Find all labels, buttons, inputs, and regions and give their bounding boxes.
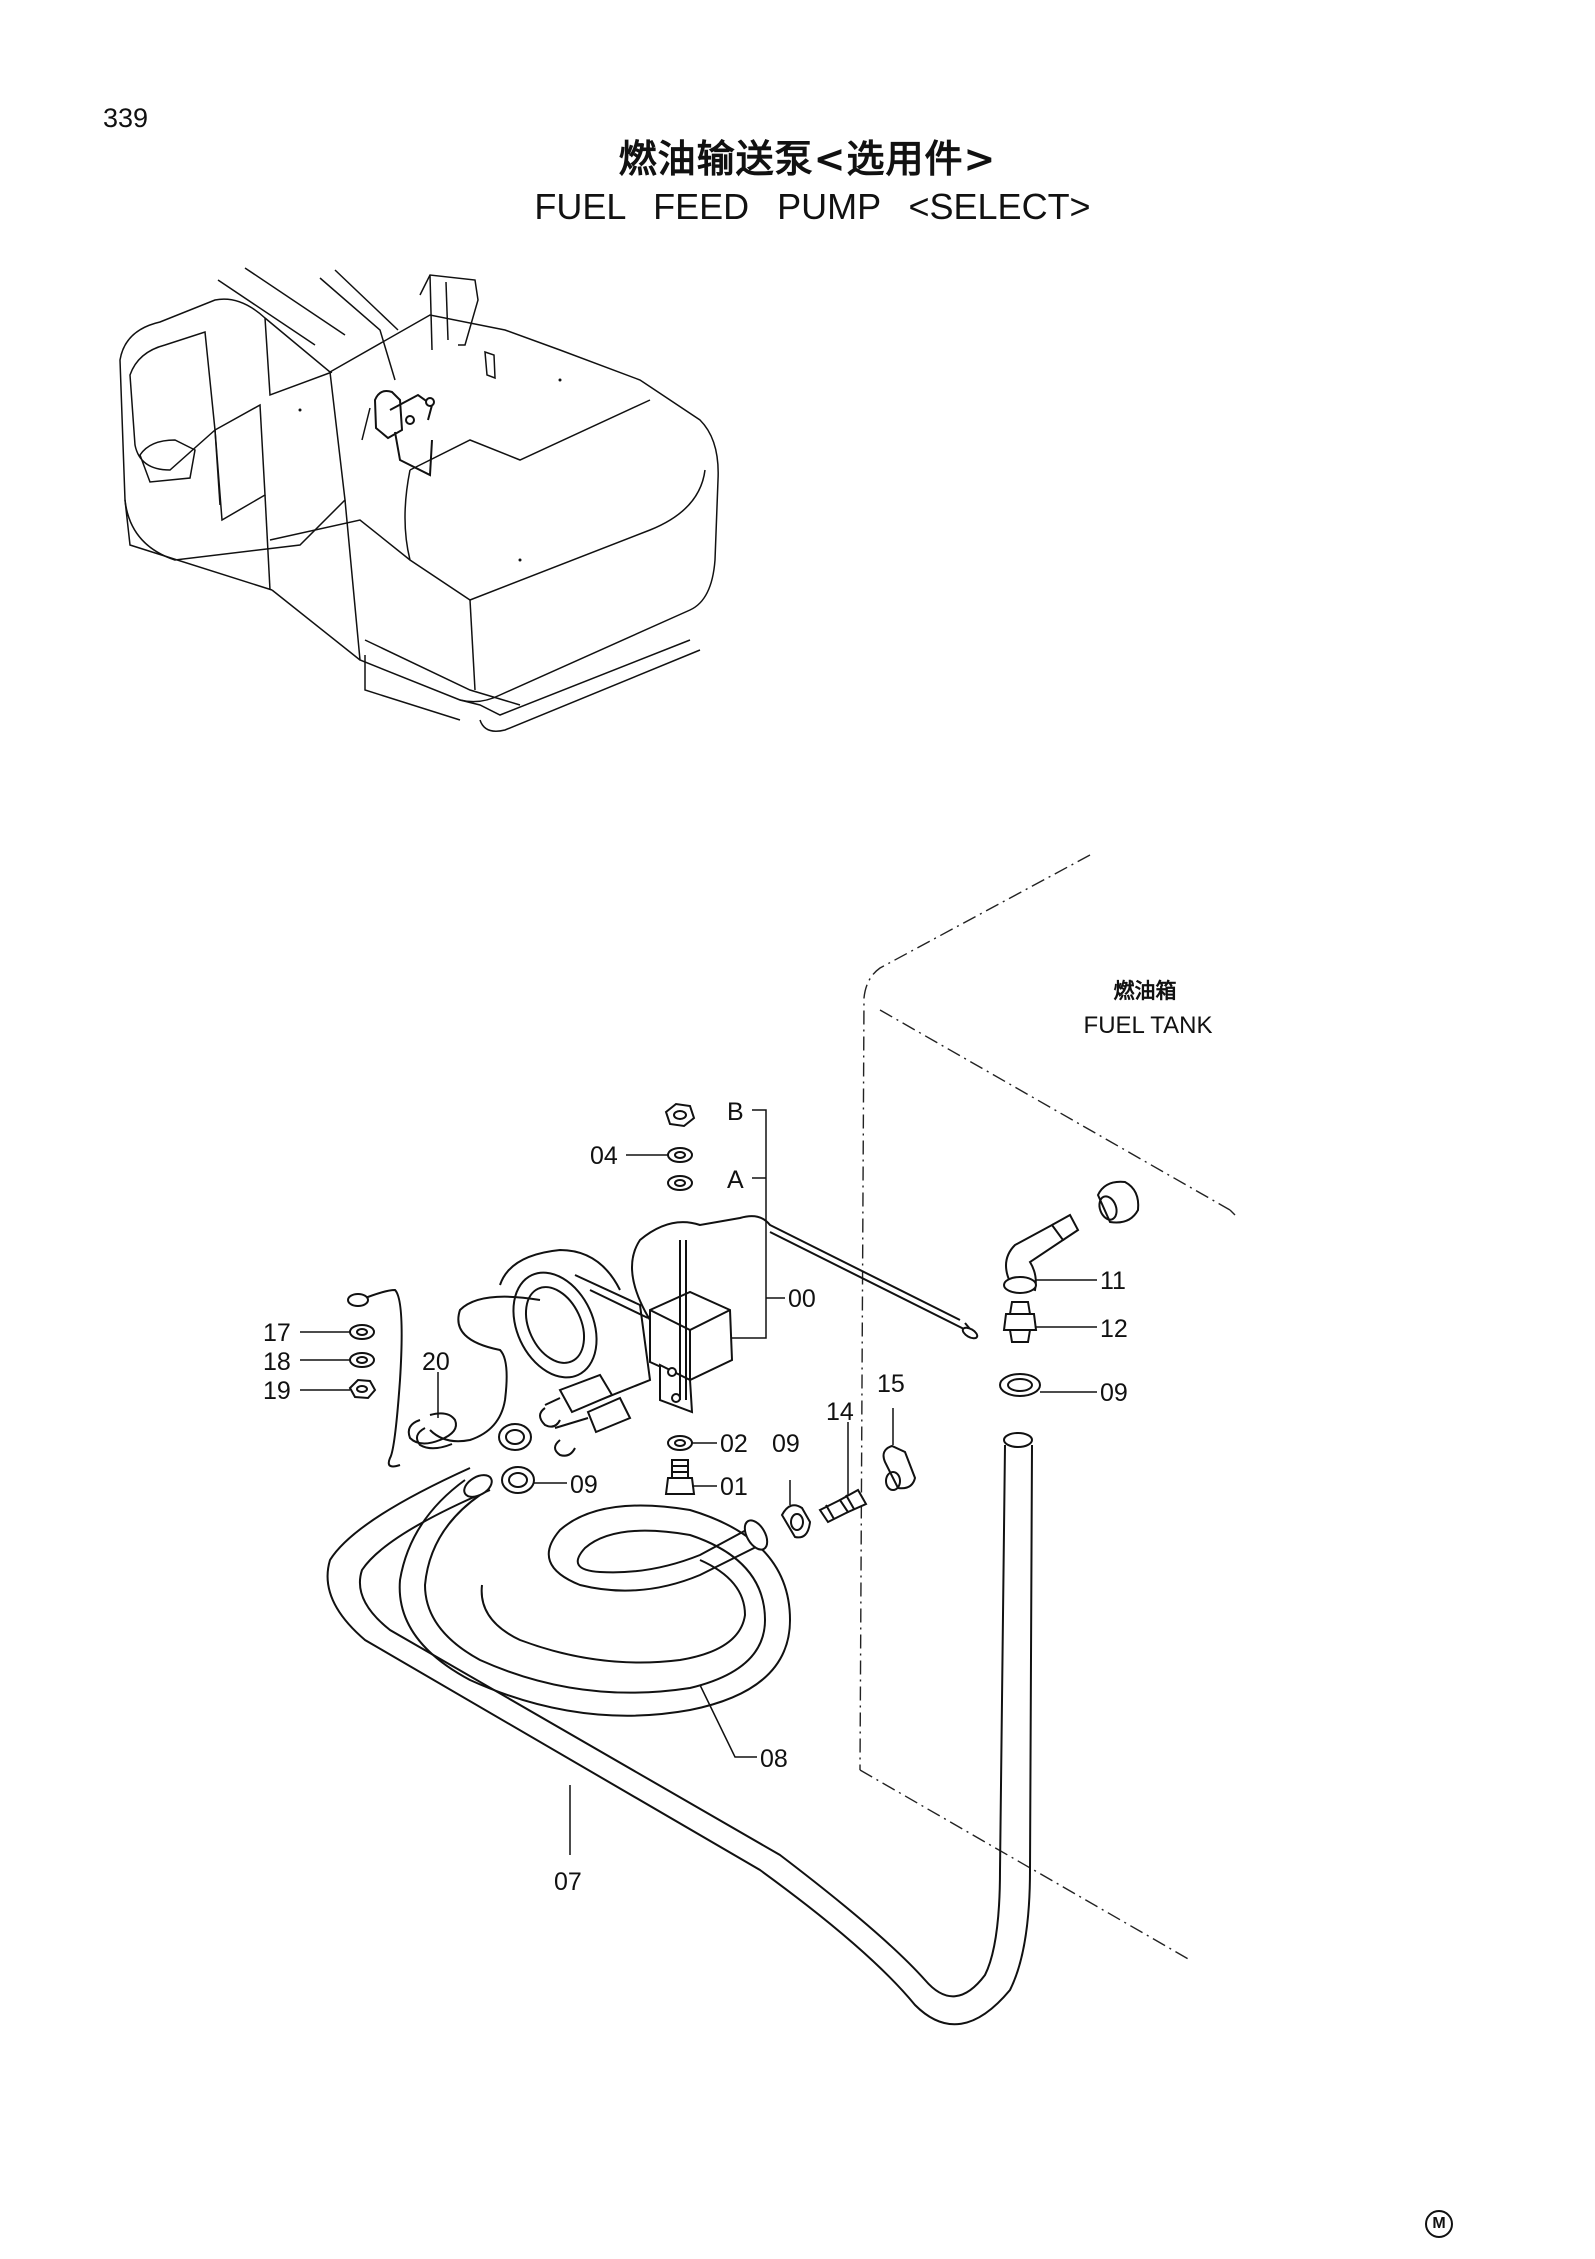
fuel-tank-label-english: FUEL TANK [1083, 1012, 1213, 1039]
fuel-tank-label-chinese: 燃油箱 [1113, 979, 1177, 1003]
callout-labels: B A 00 04 02 01 09 14 15 11 12 09 09 17 … [263, 1098, 1128, 1896]
excavator-overview [119, 267, 719, 732]
callout-09-right: 09 [1100, 1379, 1128, 1407]
callout-19: 19 [263, 1377, 291, 1405]
hose-08 [398, 1474, 792, 1717]
callout-14: 14 [826, 1398, 854, 1426]
leader-lines [300, 1109, 1097, 1855]
callout-08: 08 [760, 1745, 788, 1773]
callout-04: 04 [590, 1142, 618, 1170]
fuel-tank-outline [859, 854, 1236, 1961]
m-symbol: M [1425, 2210, 1453, 2238]
callout-02: 02 [720, 1430, 748, 1458]
page-number: 339 [103, 103, 149, 133]
hose-07 [326, 1432, 1033, 2026]
title-chinese: 燃油输送泵<选用件> [618, 137, 997, 181]
callout-07: 07 [554, 1868, 582, 1896]
pump-assembly [347, 1215, 979, 1468]
callout-15: 15 [877, 1370, 905, 1398]
callout-09-left: 09 [570, 1471, 598, 1499]
callout-17: 17 [263, 1319, 291, 1347]
callout-09-mid: 09 [772, 1430, 800, 1458]
callout-12: 12 [1100, 1315, 1128, 1343]
callout-11: 11 [1100, 1267, 1126, 1295]
callout-00: 00 [788, 1285, 816, 1313]
callout-A: A [727, 1166, 744, 1194]
callout-20: 20 [422, 1348, 450, 1376]
callout-01: 01 [720, 1473, 748, 1501]
small-parts [348, 1102, 1140, 1539]
callout-18: 18 [263, 1348, 291, 1376]
title-english: FUEL FEED PUMP <SELECT> [534, 186, 1091, 227]
callout-B: B [727, 1098, 744, 1126]
